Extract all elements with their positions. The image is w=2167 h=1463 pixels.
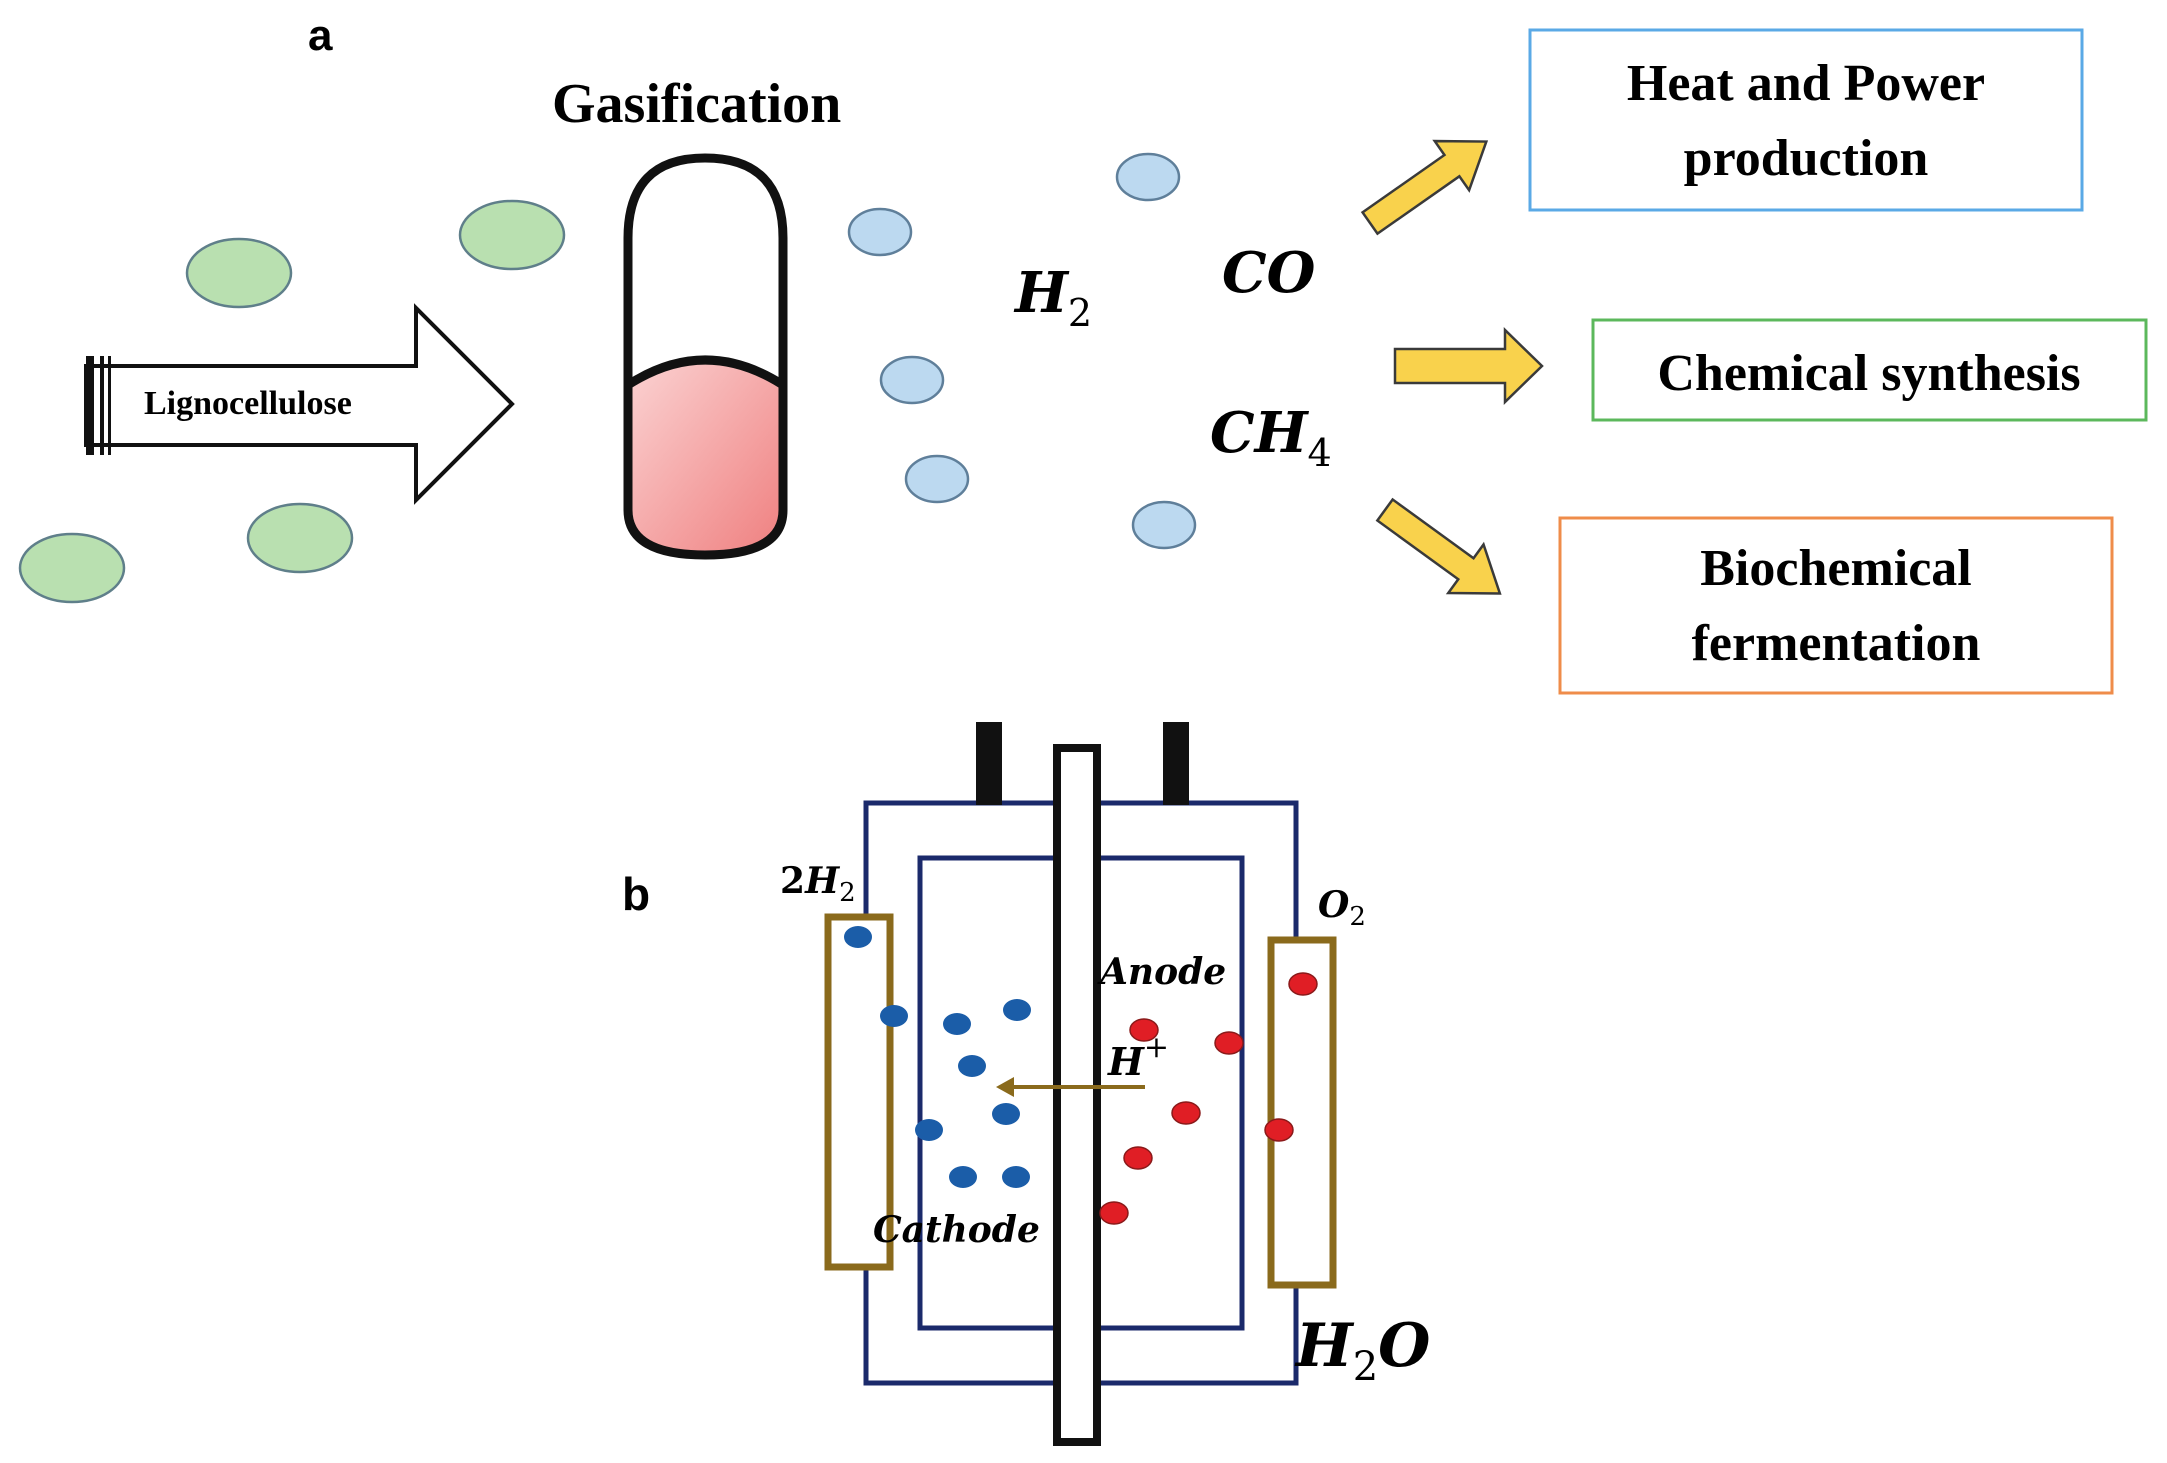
output-box [1591,318,2148,422]
proton-arrow [996,1077,1145,1097]
water-subscript: 2 [1353,1344,1378,1390]
lignocellulose-label: Lignocellulose [144,385,352,422]
water-label: H2O [1294,1311,1430,1390]
h2-particle [1002,1166,1030,1188]
output-box [1558,516,2114,695]
h2-subscript: 2 [839,878,856,908]
arrow-to-heat-power [1360,139,1489,236]
biomass-particle [185,237,293,309]
h2-coefficient: 2 [780,860,805,902]
o2-particles [1099,972,1318,1225]
o2-particle [1099,1201,1129,1225]
h2-subscript: 2 [1068,291,1092,335]
anode-label: Anode [1097,951,1226,993]
water-base: H [1294,1311,1355,1381]
gas-particle [879,355,945,405]
panel-a-label: a [308,11,333,60]
water-tail: O [1378,1311,1430,1381]
o2-particle [1171,1101,1201,1125]
o2-particle [1214,1031,1244,1055]
ch4-label: CH4 [1210,400,1332,475]
arrow-tail-stripe [86,356,94,455]
arrow-to-chemical-synthesis [1393,327,1544,405]
gas-particle [847,207,913,257]
output-biochemical-fermentation: Biochemical fermentation [1558,516,2114,695]
arrow-shape [1360,139,1489,236]
h2-input-label: 2H2 [780,860,856,908]
output-heat-power: Heat and Power production [1528,28,2084,212]
proton-label: H+ [1107,1030,1169,1084]
terminal-left [976,722,1002,805]
cathode-label: Cathode [873,1209,1040,1251]
output-line-1: Chemical synthesis [1657,345,2080,402]
gas-particles [847,152,1197,550]
membrane [1053,744,1101,1446]
arrow-to-biochemical [1375,497,1502,595]
output-box [1528,28,2084,212]
h2-particle [958,1055,986,1077]
h2-label: H2 [1013,260,1092,335]
ch4-base: CH [1210,400,1310,466]
input-arrow-shape [84,303,515,505]
arrow-shape [1393,327,1544,405]
output-line-1: Biochemical [1700,540,1972,597]
output-line-1: Heat and Power [1627,55,1985,112]
o2-particle [1123,1146,1153,1170]
o2-particle [1288,972,1318,996]
biomass-particle [246,502,354,574]
h2-particle [1003,999,1031,1021]
arrow-tail-stripe [108,356,111,455]
proton-charge: + [1144,1030,1169,1065]
proton-base: H [1107,1039,1145,1084]
biomass-particles [18,199,566,604]
output-line-2: fermentation [1692,615,1981,672]
biomass-particle [18,532,126,604]
h2-particle [844,926,872,948]
h2-particle [949,1166,977,1188]
reactor-fill [628,360,783,555]
h2-particle [943,1013,971,1035]
output-line-2: production [1684,130,1929,187]
product-arrows [1360,139,1544,595]
ch4-subscript: 4 [1307,431,1331,475]
output-chemical-synthesis: Chemical synthesis [1591,318,2148,422]
h2-base: H [804,860,840,902]
gasification-title: Gasification [552,73,841,135]
gasification-reactor [623,153,788,560]
cathode-electrode [824,913,894,1271]
h2-particle [880,1005,908,1027]
reactor-level-line [625,355,786,389]
co-label: CO [1222,240,1316,306]
biomass-particle [458,199,566,271]
gas-particle [904,454,970,504]
gas-particle [1131,500,1197,550]
h2-particles [844,926,1031,1188]
h2-base: H [1013,260,1070,326]
reactor-outline [623,153,788,560]
o2-subscript: 2 [1349,902,1366,932]
arrow-tail-stripe [100,356,104,455]
panel-b-label: b [622,868,650,920]
o2-base: O [1318,884,1350,926]
terminal-right [1163,722,1189,805]
h2-particle [915,1119,943,1141]
o2-output-label: O2 [1318,884,1366,932]
o2-particle [1264,1118,1294,1142]
o2-particle [1129,1018,1159,1042]
anode-electrode [1267,936,1337,1289]
h2-particle [992,1103,1020,1125]
lignocellulose-arrow: Lignocellulose [84,303,515,505]
arrow-shape [1375,497,1502,595]
gas-particle [1115,152,1181,202]
proton-arrow-head [996,1077,1014,1097]
